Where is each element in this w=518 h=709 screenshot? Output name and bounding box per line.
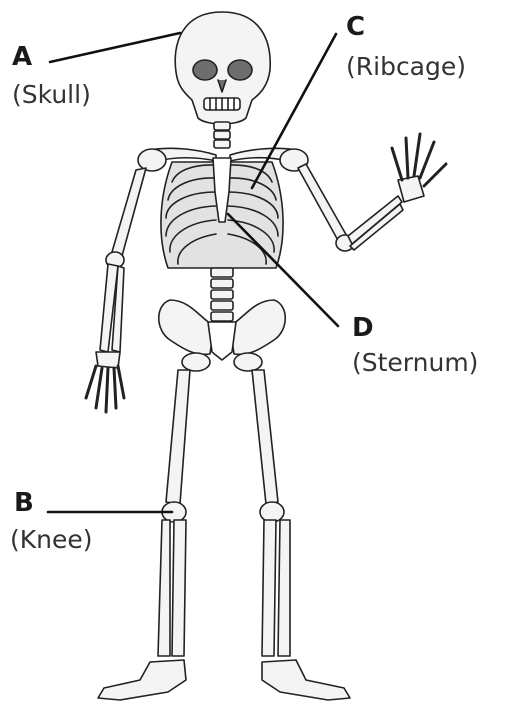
left-leg <box>98 370 190 700</box>
spine <box>211 268 233 321</box>
label-c-name: (Ribcage) <box>346 52 466 81</box>
leader-line-a <box>50 33 180 62</box>
label-a-letter: A <box>12 42 32 72</box>
label-b-letter: B <box>14 488 34 518</box>
right-leg <box>252 370 350 700</box>
skull <box>175 12 270 124</box>
neck-vertebrae <box>214 122 230 148</box>
label-a-name: (Skull) <box>12 80 91 109</box>
label-c-letter: C <box>346 12 365 42</box>
label-b-name: (Knee) <box>10 525 93 554</box>
label-d-name: (Sternum) <box>352 348 478 377</box>
label-d-letter: D <box>352 313 374 343</box>
right-arm <box>298 134 446 251</box>
left-arm <box>86 168 146 412</box>
